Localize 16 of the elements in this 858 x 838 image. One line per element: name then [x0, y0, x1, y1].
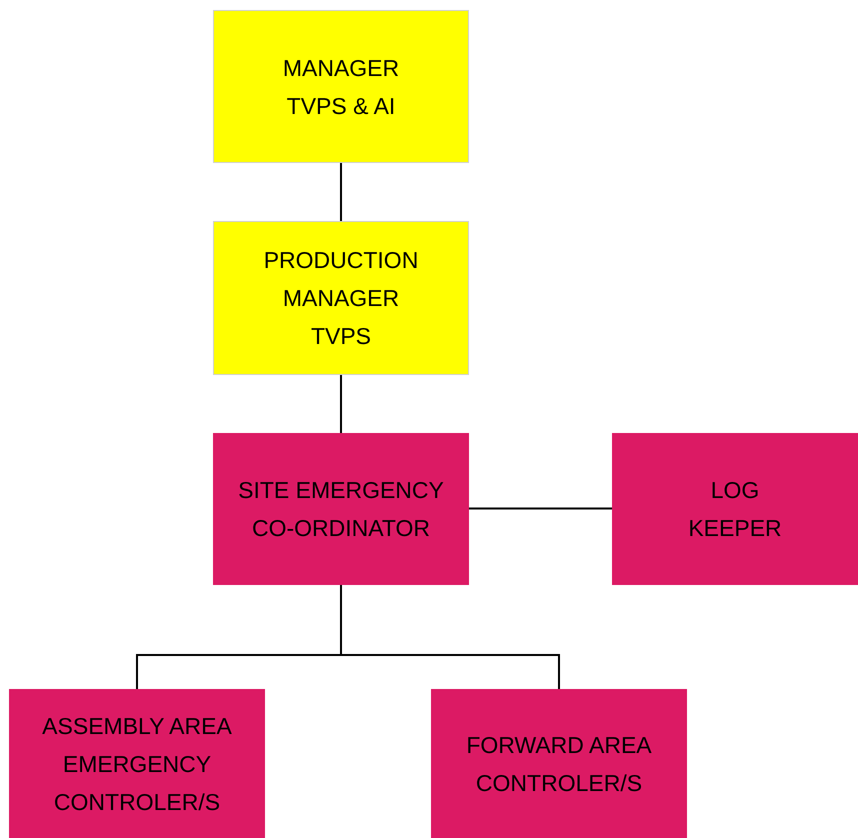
role-title: ASSEMBLY AREA EMERGENCY CONTROLER/S — [41, 712, 233, 816]
connector-line — [340, 585, 560, 689]
connector-line — [340, 375, 342, 433]
role-title: SITE EMERGENCY CO-ORDINATOR — [237, 476, 445, 543]
org-box — [612, 433, 858, 585]
role-title: PRODUCTION MANAGER TVPS — [262, 246, 420, 351]
connector-line — [340, 163, 342, 221]
org-box — [9, 689, 265, 838]
org-box — [213, 10, 469, 163]
role-title: MANAGER TVPS & AI — [282, 54, 400, 120]
org-box — [213, 221, 469, 375]
connector-line — [469, 508, 612, 510]
org-box — [213, 433, 469, 585]
role-title: FORWARD AREA CONTROLER/S — [465, 730, 653, 798]
org-box — [431, 689, 687, 838]
role-title: LOG KEEPER — [687, 476, 783, 543]
